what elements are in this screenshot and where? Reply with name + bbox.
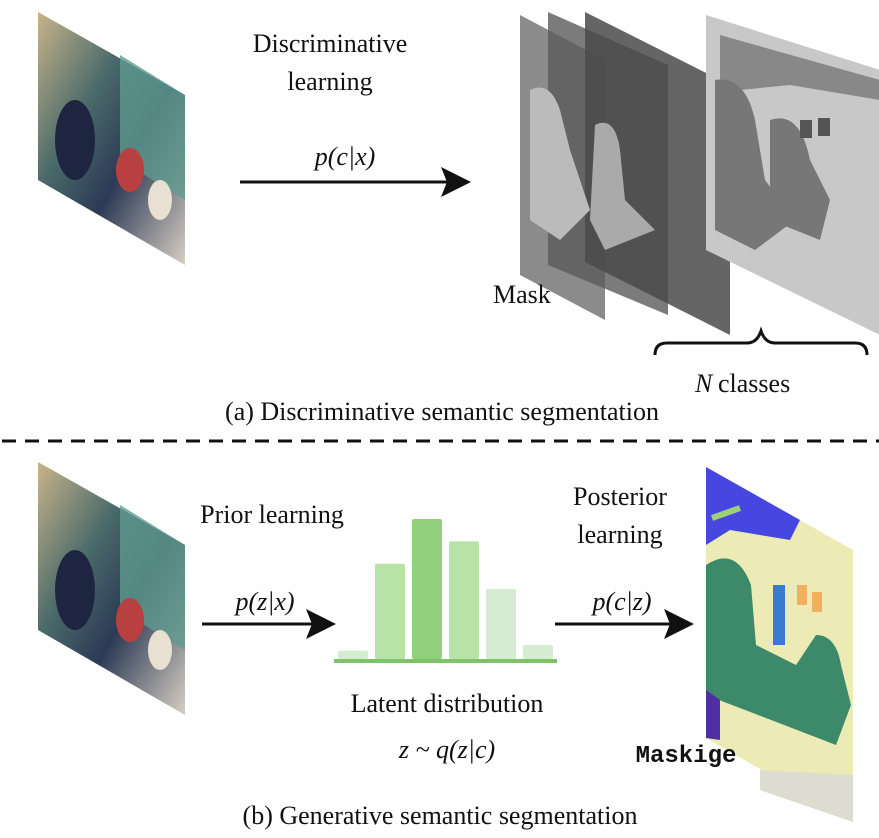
posterior-label-1: Posterior [573, 482, 667, 511]
brace-n-classes [653, 326, 869, 356]
histogram-bar [412, 519, 442, 659]
mask-label: Mask [493, 280, 551, 309]
histogram-bar [486, 589, 516, 659]
maskige-image [706, 467, 853, 822]
caption-b: (b) Generative semantic segmentation [243, 801, 638, 830]
histogram-bar [338, 650, 368, 659]
histogram-bar [375, 563, 405, 659]
classes-label: classes [718, 369, 790, 398]
histogram-bar [449, 541, 479, 659]
latent-formula: z ~ q(z|c) [398, 735, 495, 764]
latent-histogram [334, 519, 557, 663]
maskige-label: Maskige [636, 743, 737, 770]
formula-p-c-z: p(c|z) [590, 587, 651, 616]
discriminative-label-1: Discriminative [253, 29, 408, 58]
input-image-bottom [38, 462, 185, 715]
n-label: N [694, 369, 714, 398]
input-image-top [38, 12, 185, 265]
prior-learning-label: Prior learning [200, 500, 344, 529]
formula-p-c-x: p(c|x) [313, 142, 376, 171]
posterior-label-2: learning [577, 520, 662, 549]
latent-distribution-label: Latent distribution [351, 689, 544, 718]
discriminative-label-2: learning [287, 67, 372, 96]
histogram-bar [523, 645, 553, 659]
caption-a: (a) Discriminative semantic segmentation [225, 397, 659, 426]
formula-p-z-x: p(z|x) [233, 587, 294, 616]
mask-stack [520, 12, 879, 335]
